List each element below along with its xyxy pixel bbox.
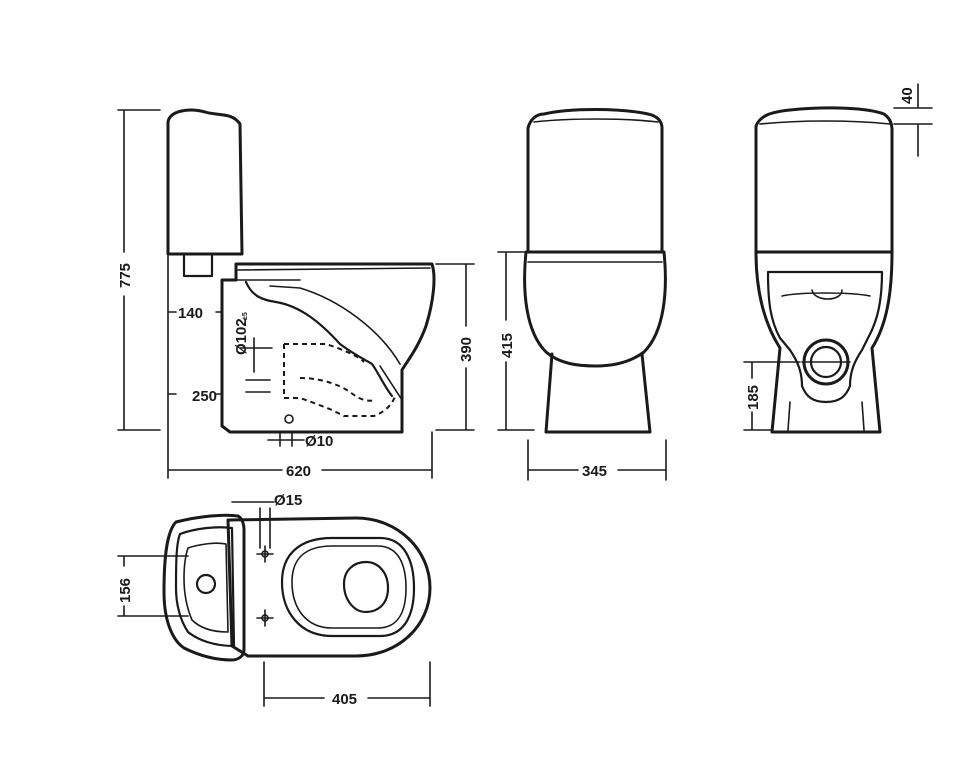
back-tank bbox=[754, 106, 894, 254]
dim-outlet-tolerance-label: ±5 bbox=[242, 312, 249, 320]
side-tank bbox=[166, 108, 244, 256]
dim-156-label: 156 bbox=[117, 578, 134, 603]
dim-620-label: 620 bbox=[286, 463, 311, 480]
top-bowl-outline bbox=[226, 516, 432, 658]
top-seat-outer bbox=[280, 536, 416, 638]
dim-40-label: 40 bbox=[899, 87, 916, 104]
side-rim-inner bbox=[269, 285, 401, 365]
side-trap-inner bbox=[244, 280, 394, 398]
front-pedestal bbox=[544, 352, 652, 434]
top-bowl-opening bbox=[342, 560, 390, 614]
fixing-hole-circle bbox=[284, 414, 294, 424]
top-flush-hole bbox=[195, 573, 217, 595]
back-view: 40 185 bbox=[743, 83, 933, 434]
top-bolt-upper bbox=[256, 545, 274, 563]
front-bowl bbox=[523, 250, 667, 368]
top-tank-inner2 bbox=[183, 542, 229, 633]
dim-185-label: 185 bbox=[745, 385, 762, 410]
back-pedestal-inner bbox=[787, 401, 865, 431]
top-bolt-lower bbox=[256, 609, 274, 627]
dim-775-label: 775 bbox=[117, 263, 134, 288]
dim-405-label: 405 bbox=[332, 691, 357, 708]
back-bowl-inner bbox=[766, 270, 884, 404]
dim-140-label: 140 bbox=[178, 305, 203, 322]
side-tank-foot bbox=[182, 254, 214, 278]
dim-bolt-diameter-label: Ø15 bbox=[274, 492, 302, 509]
top-view: Ø15 156 405 bbox=[117, 492, 432, 708]
side-trap-line bbox=[379, 365, 403, 401]
dim-outlet-diameter-label: Ø102 bbox=[233, 318, 250, 355]
top-tank-inner bbox=[174, 526, 236, 648]
front-tank bbox=[526, 108, 664, 254]
side-bowl bbox=[220, 262, 436, 434]
back-inner-curve bbox=[781, 289, 871, 300]
side-outlet-dashed bbox=[283, 343, 397, 417]
top-tank-outline bbox=[162, 513, 246, 662]
dim-250-label: 250 bbox=[192, 388, 217, 405]
dim-345-label: 345 bbox=[582, 463, 607, 480]
front-lid-line bbox=[533, 118, 659, 123]
front-view: 415 345 bbox=[497, 108, 667, 481]
side-view: 140 Ø102 ±5 250 Ø10 620 775 390 bbox=[117, 108, 475, 480]
back-lid-line bbox=[759, 120, 891, 125]
dim-415-label: 415 bbox=[499, 333, 516, 358]
back-bowl-outer bbox=[754, 250, 894, 434]
top-seat-inner bbox=[291, 545, 407, 629]
side-seat bbox=[235, 267, 431, 281]
dim-390-label: 390 bbox=[458, 337, 475, 362]
dim-fixing-hole-label: Ø10 bbox=[305, 433, 333, 450]
